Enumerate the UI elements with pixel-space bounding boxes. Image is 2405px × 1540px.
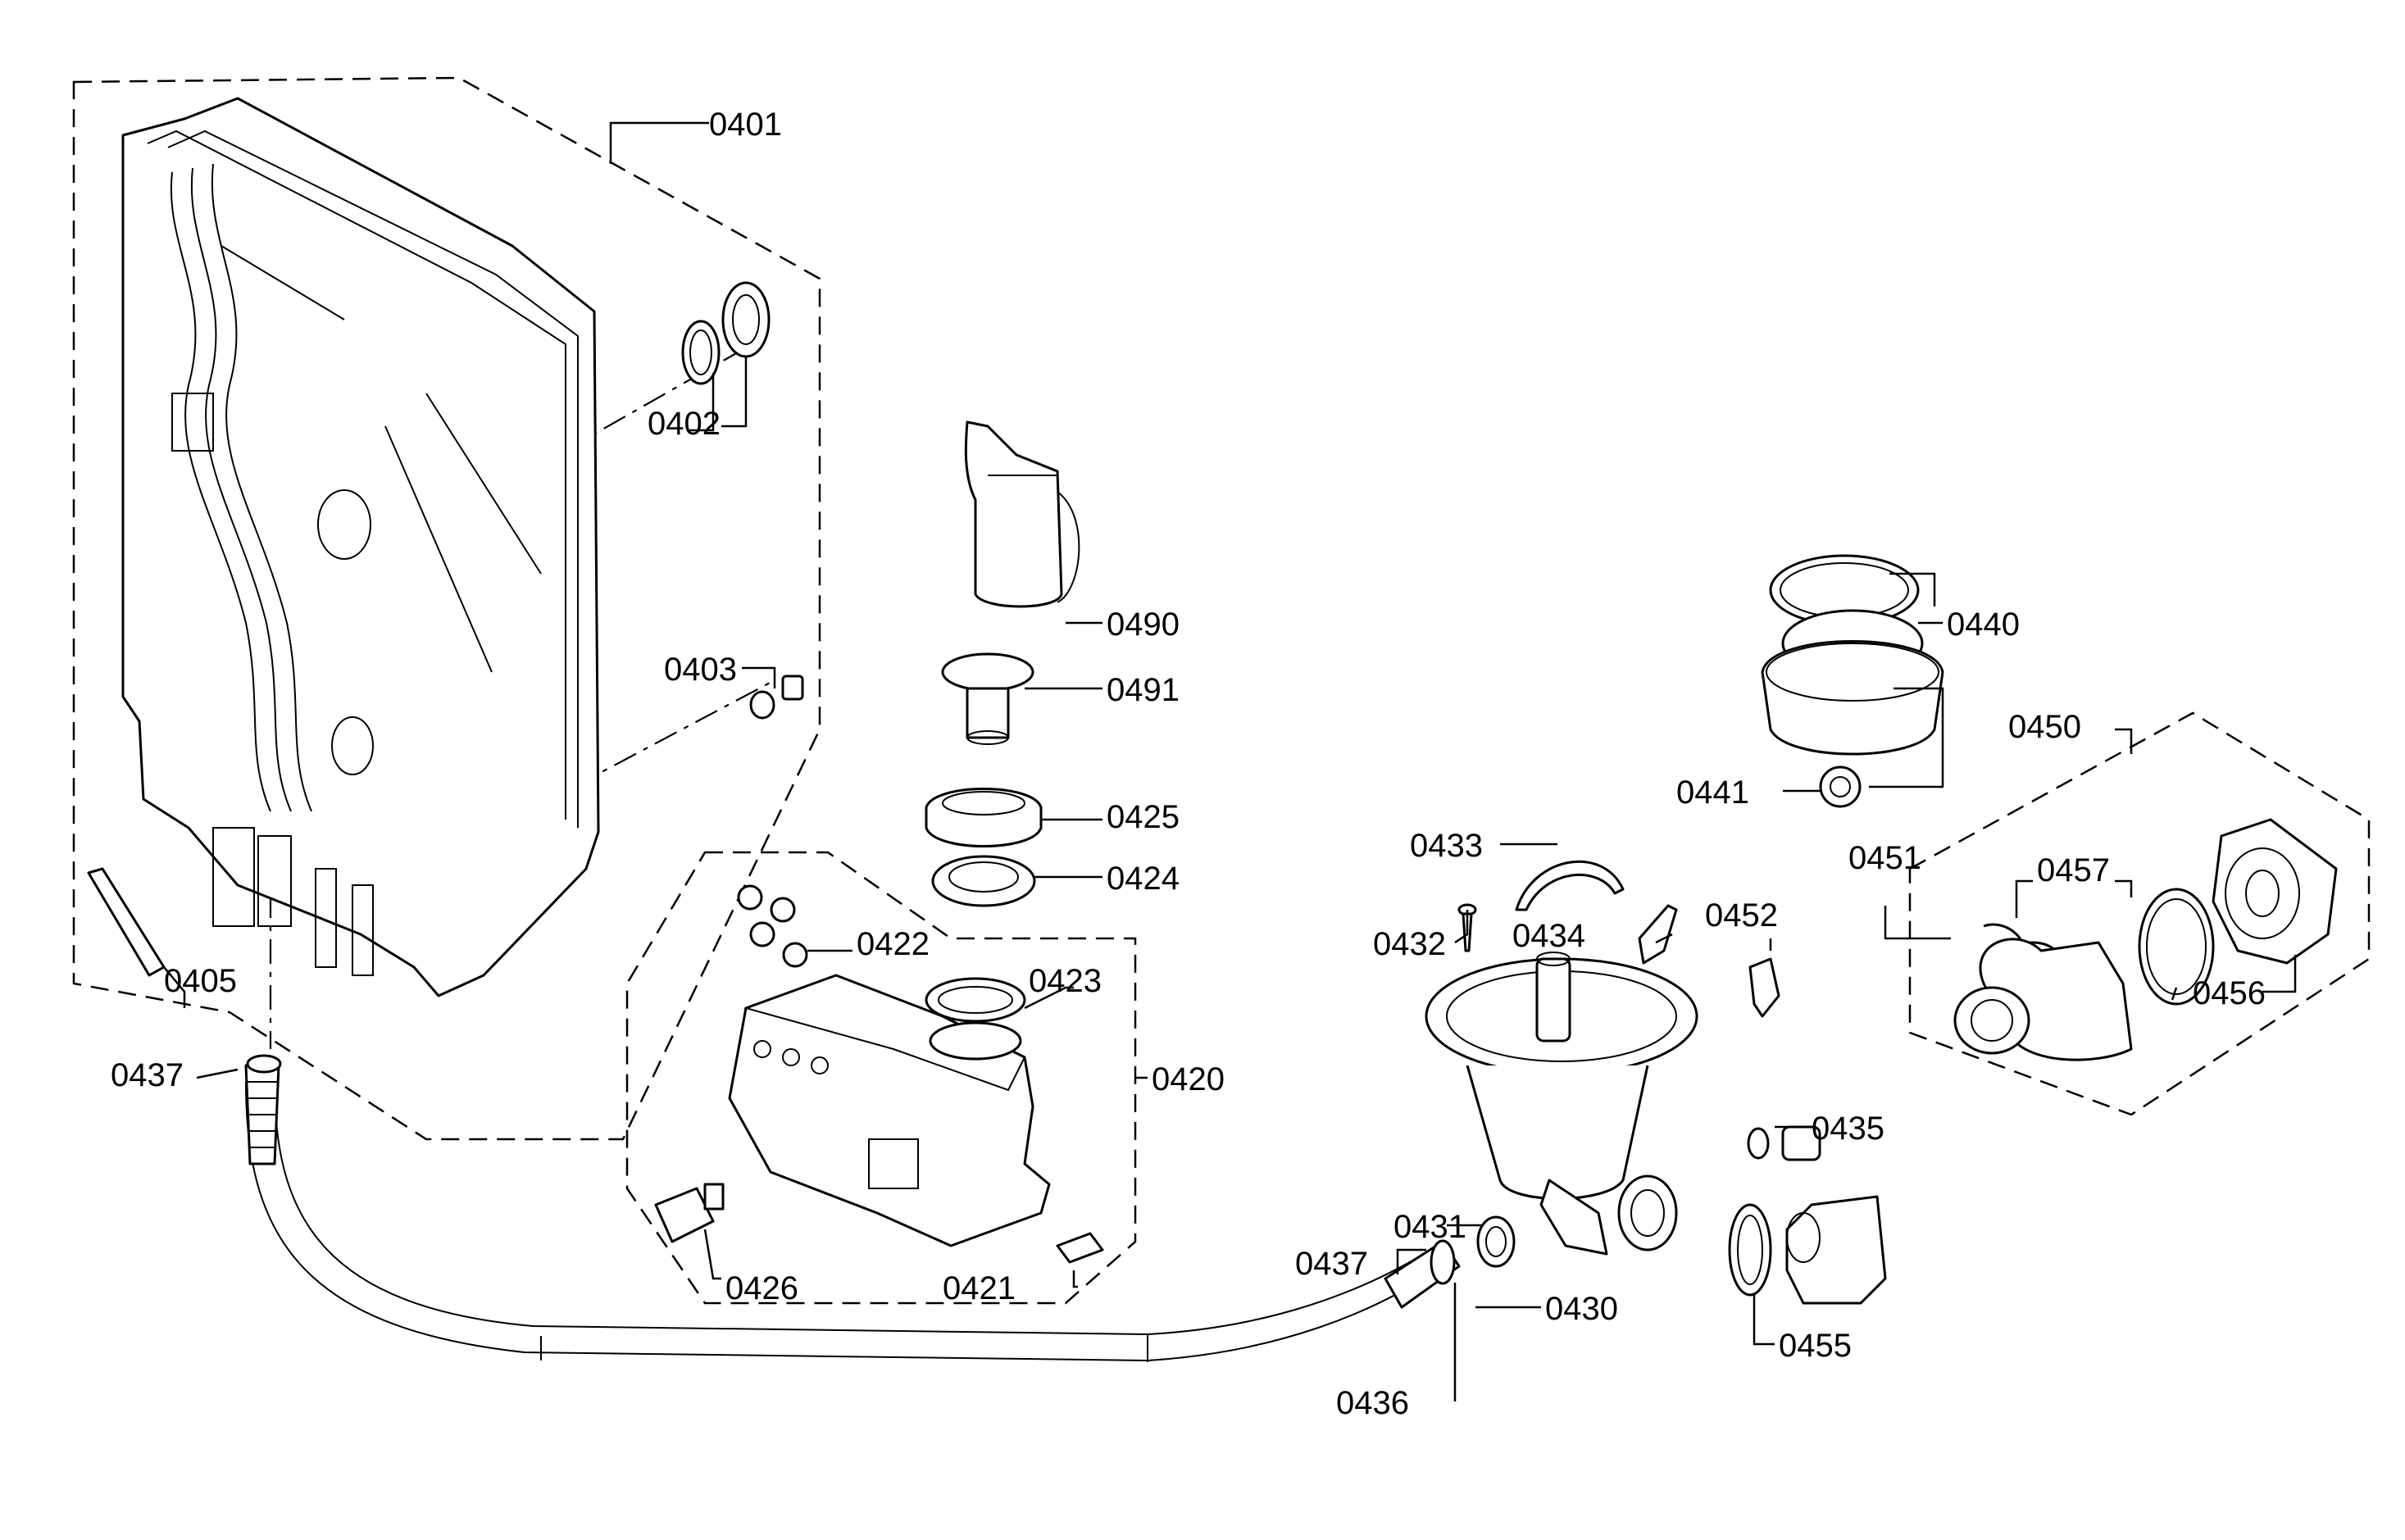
salt-container-assembly-0420 bbox=[654, 884, 1104, 1264]
cone-0491 bbox=[941, 652, 1034, 745]
door-panel-0401 bbox=[121, 97, 600, 997]
label-0422: 0422 bbox=[857, 926, 930, 962]
drain-hose-0436 bbox=[244, 1054, 1461, 1362]
label-0426: 0426 bbox=[725, 1270, 798, 1306]
label-0405: 0405 bbox=[164, 963, 237, 999]
label-0490: 0490 bbox=[1107, 606, 1180, 643]
group-boundary-0450 bbox=[1908, 711, 2371, 1116]
screw-0432 bbox=[1457, 903, 1477, 952]
pump-cover-assembly-0440 bbox=[1761, 554, 1944, 808]
label-0420: 0420 bbox=[1152, 1061, 1225, 1097]
label-0434: 0434 bbox=[1512, 918, 1585, 954]
label-0432: 0432 bbox=[1373, 926, 1446, 962]
label-0431: 0431 bbox=[1393, 1209, 1466, 1245]
label-0441: 0441 bbox=[1676, 775, 1749, 811]
label-0436: 0436 bbox=[1336, 1385, 1409, 1421]
label-0450: 0450 bbox=[2008, 709, 2081, 745]
label-0423: 0423 bbox=[1029, 963, 1102, 999]
sump-0430 bbox=[1425, 952, 1698, 1257]
label-0437-right: 0437 bbox=[1295, 1246, 1368, 1282]
label-0424: 0424 bbox=[1107, 861, 1180, 897]
label-0455: 0455 bbox=[1779, 1328, 1852, 1364]
clip-0405 bbox=[87, 867, 166, 977]
label-0421: 0421 bbox=[943, 1270, 1016, 1306]
arc-part-0433 bbox=[1515, 860, 1625, 911]
funnel-0490 bbox=[964, 420, 1080, 608]
group-boundary-0401 bbox=[72, 76, 821, 1141]
label-0425: 0425 bbox=[1107, 799, 1180, 835]
label-0451: 0451 bbox=[1848, 840, 1921, 876]
fitting-0431 bbox=[1476, 1215, 1516, 1268]
drain-pump-0455 bbox=[1728, 1195, 1887, 1305]
circulation-pump-0450 bbox=[1953, 818, 2338, 1061]
label-0433: 0433 bbox=[1410, 828, 1483, 864]
ring-and-cap-0402 bbox=[681, 281, 771, 385]
label-0401: 0401 bbox=[709, 107, 782, 143]
fittings-0403 bbox=[749, 675, 804, 720]
leader-lines bbox=[163, 121, 2297, 1401]
label-0435: 0435 bbox=[1812, 1111, 1884, 1147]
axis-line-valve bbox=[573, 679, 775, 788]
label-0456: 0456 bbox=[2193, 975, 2266, 1011]
clip-0434 bbox=[1638, 904, 1678, 965]
label-0457: 0457 bbox=[2037, 852, 2110, 888]
label-0491: 0491 bbox=[1107, 672, 1180, 708]
fitting-0435 bbox=[1747, 1125, 1821, 1161]
label-0402: 0402 bbox=[648, 406, 721, 442]
label-0437-left: 0437 bbox=[111, 1057, 184, 1093]
label-0452: 0452 bbox=[1705, 897, 1778, 934]
label-0403: 0403 bbox=[664, 652, 737, 688]
label-0440: 0440 bbox=[1947, 606, 2020, 643]
group-boundary-0420 bbox=[625, 851, 1137, 1305]
small-piece-0452 bbox=[1748, 957, 1780, 1018]
cap-and-nut-0424-0425 bbox=[925, 788, 1043, 907]
label-0430: 0430 bbox=[1545, 1291, 1618, 1327]
